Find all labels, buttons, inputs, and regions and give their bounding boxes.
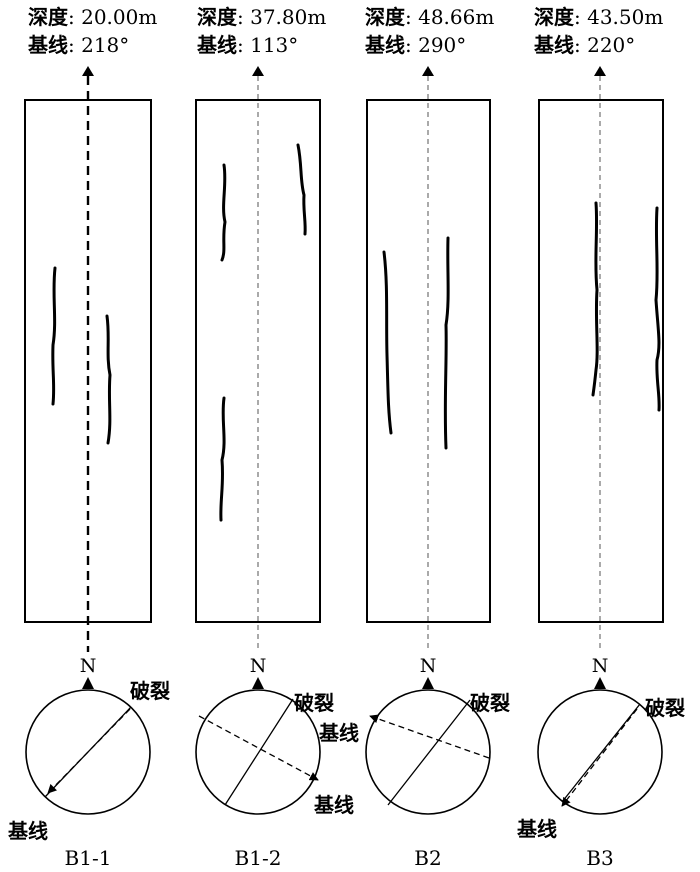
north-arrowhead-top (594, 66, 606, 76)
orientation-circle (25, 689, 151, 815)
baseline-angle-label: 基线: 218° (28, 33, 129, 57)
fracture-trace (591, 201, 599, 397)
borehole-log-frame (538, 99, 664, 623)
orientation-circle (537, 689, 663, 815)
borehole-log-frame (24, 99, 152, 623)
baseline-direction-arrow (561, 708, 638, 807)
depth-label: 深度: 43.50m (534, 5, 663, 29)
fracture-trace (219, 396, 226, 522)
baseline-tag: 基线 (314, 793, 354, 817)
north-label: N (592, 655, 609, 677)
north-label: N (420, 655, 437, 677)
baseline-angle-label: 基线: 113° (197, 33, 298, 57)
fracture-direction-line (224, 698, 294, 806)
baseline-tag: 基线 (517, 817, 557, 841)
baseline-angle-label: 基线: 290° (365, 33, 466, 57)
fracture-trace (443, 236, 450, 450)
panel-b3: 深度: 43.50m 基线: 220° N 破裂 基线 B3 (517, 5, 685, 870)
fracture-label: 破裂 (470, 691, 510, 715)
baseline-angle-label: 基线: 220° (534, 33, 635, 57)
panel-b1-1: 深度: 20.00m 基线: 218° N 破裂 基线 B1-1 (8, 5, 170, 870)
orientation-circle (365, 689, 491, 815)
north-arrowhead (594, 677, 606, 689)
borehole-log-frame (366, 99, 491, 623)
north-arrowhead (422, 677, 434, 689)
north-arrowhead (252, 677, 264, 689)
fracture-trace (220, 163, 227, 262)
borehole-log-frame (195, 99, 321, 623)
depth-label: 深度: 48.66m (365, 5, 494, 29)
baseline-direction-arrow (369, 714, 490, 759)
fracture-trace (296, 143, 307, 236)
fracture-label: 破裂 (130, 679, 170, 703)
panel-b1-2: 深度: 37.80m 基线: 113° N 破裂 基线 B1-2 (195, 5, 354, 870)
north-arrowhead-top (422, 66, 434, 76)
north-arrowhead-top (82, 66, 94, 76)
baseline-tag: 基线 (319, 721, 359, 745)
north-label: N (80, 655, 97, 677)
borehole-name: B2 (414, 846, 441, 870)
orientation-circle (195, 689, 321, 815)
borehole-name: B1-1 (65, 846, 112, 870)
borehole-name: B1-2 (235, 846, 282, 870)
north-arrowhead-top (252, 66, 264, 76)
baseline-direction-arrow (198, 715, 319, 781)
depth-label: 深度: 37.80m (197, 5, 326, 29)
north-label: N (250, 655, 267, 677)
fracture-label: 破裂 (294, 691, 334, 715)
fracture-label: 破裂 (645, 696, 685, 720)
fracture-direction-line (561, 703, 641, 803)
fracture-trace (105, 314, 112, 445)
depth-label: 深度: 20.00m (28, 5, 157, 29)
borehole-name: B3 (586, 846, 613, 870)
baseline-tag: 基线 (8, 819, 48, 843)
fracture-direction-line (387, 699, 471, 806)
fracture-trace (382, 250, 393, 435)
fracture-trace (51, 266, 57, 406)
north-arrowhead (82, 677, 94, 689)
panel-b2: 深度: 48.66m 基线: 290° N 破裂 基线 B2 (319, 5, 510, 870)
fracture-trace (654, 206, 661, 412)
